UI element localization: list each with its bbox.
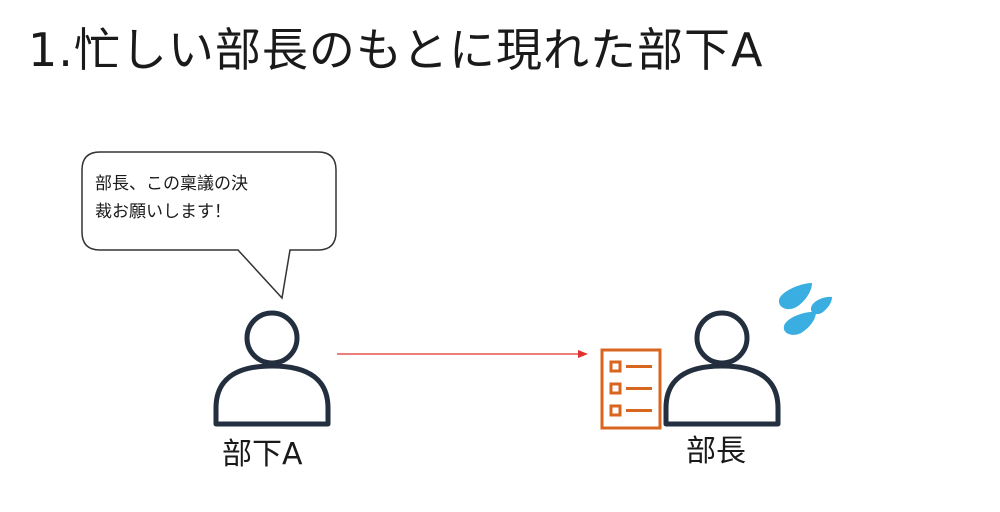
sweat-drops-icon <box>778 283 832 335</box>
speech-line-2: 裁お願いします！ <box>95 202 231 222</box>
request-arrow <box>337 350 588 358</box>
speech-bubble-text: 部長、この稟議の決 裁お願いします！ <box>95 170 325 226</box>
subordinate-label: 部下A <box>222 437 303 472</box>
subordinate-person-icon <box>213 310 331 427</box>
checklist-document-icon <box>600 348 662 430</box>
speech-line-1: 部長、この稟議の決 <box>95 174 248 194</box>
speech-bubble <box>81 151 337 300</box>
manager-person-icon <box>663 310 781 427</box>
page-title: 1.忙しい部長のもとに現れた部下A <box>28 23 764 77</box>
manager-label: 部長 <box>686 434 746 469</box>
